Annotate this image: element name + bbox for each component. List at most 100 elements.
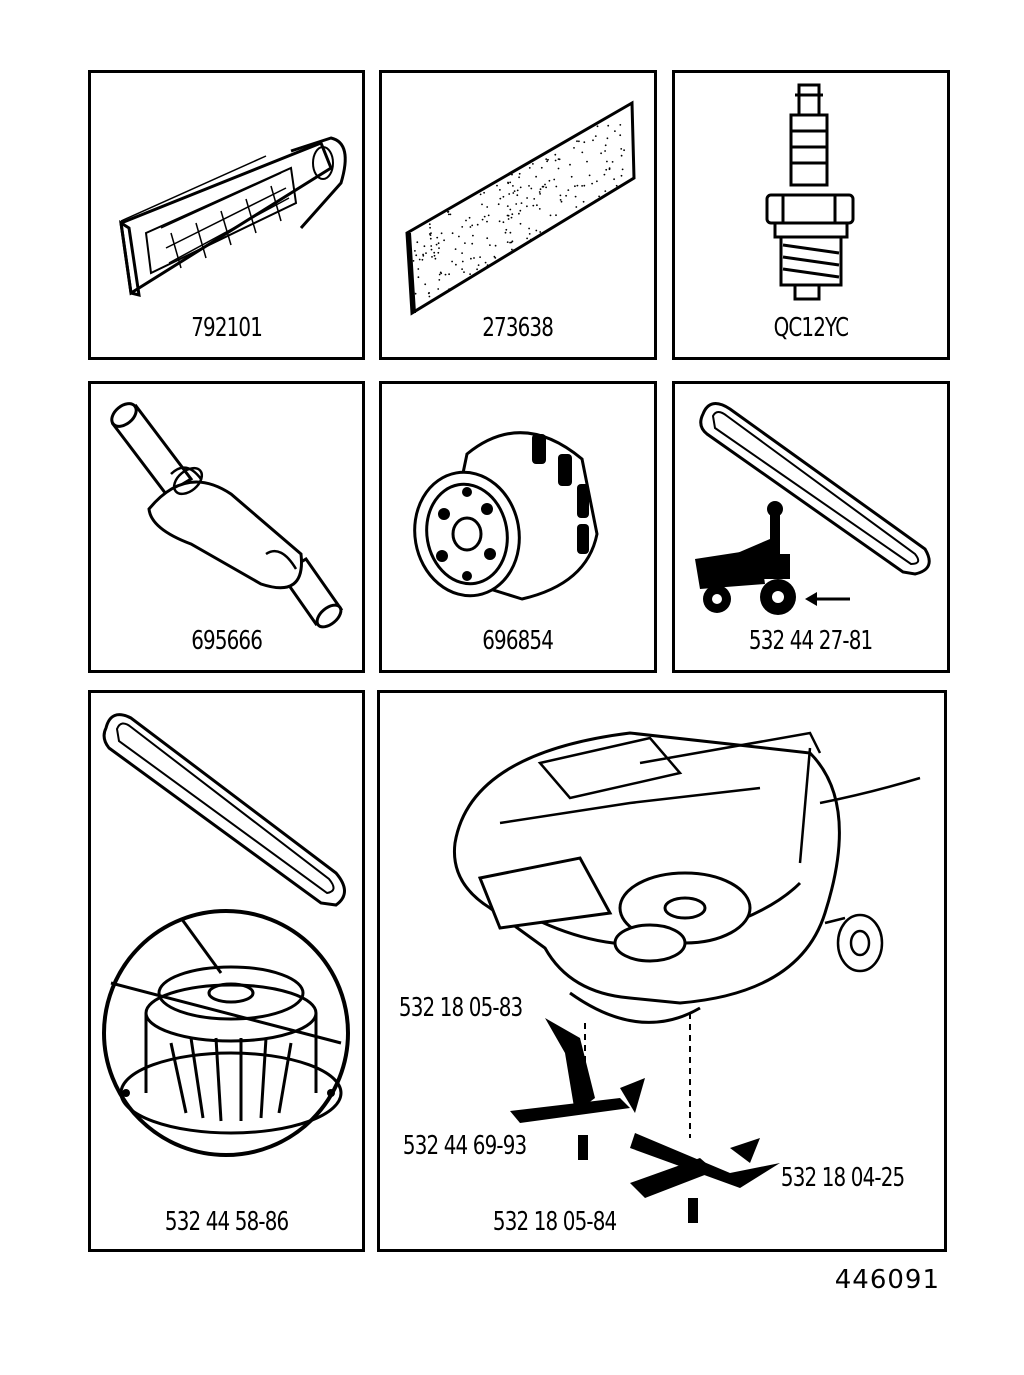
foam-speckle	[484, 261, 487, 264]
foam-speckle	[547, 158, 549, 161]
foam-speckle	[586, 160, 588, 163]
foam-speckle	[570, 175, 573, 178]
foam-speckle	[414, 250, 416, 252]
oil-filter-icon	[413, 431, 599, 601]
foam-speckle	[555, 214, 557, 217]
foam-speckle	[509, 231, 512, 234]
foam-speckle	[486, 264, 489, 266]
foam-speckle	[545, 186, 547, 189]
foam-speckle	[620, 174, 623, 177]
foam-speckle	[516, 189, 519, 192]
foam-speckle	[508, 193, 511, 195]
foam-speckle	[436, 236, 439, 239]
foam-speckle	[592, 139, 594, 142]
foam-speckle	[451, 232, 454, 235]
foam-speckle	[438, 247, 440, 250]
foam-speckle	[594, 135, 597, 137]
foam-speckle	[554, 159, 557, 162]
callout-blade-adapter: 532 18 04-25	[780, 1163, 905, 1193]
foam-speckle	[526, 237, 528, 240]
foam-speckle	[583, 184, 586, 187]
foam-speckle	[486, 206, 489, 208]
foam-speckle	[412, 291, 415, 294]
foam-speckle	[498, 220, 501, 223]
foam-speckle	[557, 167, 560, 170]
foam-speckle	[607, 124, 610, 127]
foam-speckle	[545, 158, 548, 160]
part-number-label: QC12YC	[773, 313, 849, 343]
mower-deck-icon	[452, 731, 921, 1223]
foam-speckle	[541, 185, 544, 188]
foam-speckle	[499, 189, 501, 191]
foam-speckle	[536, 204, 538, 207]
foam-speckle	[535, 229, 538, 232]
foam-speckle	[535, 175, 537, 178]
foam-speckle	[502, 195, 505, 198]
foam-speckle	[411, 271, 413, 273]
foam-speckle	[512, 192, 515, 194]
foam-speckle	[613, 178, 615, 181]
foam-speckle	[581, 151, 584, 154]
foam-speckle	[471, 242, 474, 245]
foam-speckle	[414, 292, 417, 295]
foam-speckle	[458, 235, 460, 238]
foam-speckle	[576, 184, 579, 187]
foam-speckle	[430, 248, 433, 251]
foam-speckle	[468, 216, 471, 219]
foam-speckle	[438, 273, 441, 276]
foam-speckle	[520, 202, 523, 205]
foam-speckle	[528, 167, 531, 169]
foam-speckle	[509, 241, 511, 244]
foam-speckle	[516, 194, 519, 197]
foam-speckle	[502, 221, 505, 224]
foam-speckle	[511, 248, 513, 251]
foam-speckle	[444, 273, 447, 276]
foam-speckle	[486, 220, 488, 223]
foam-speckle	[479, 193, 482, 196]
foam-speckle	[487, 214, 490, 217]
foam-speckle	[512, 249, 515, 252]
callout-blade-bolt: 532 44 69-93	[402, 1131, 527, 1161]
foam-speckle	[416, 241, 419, 244]
foam-speckle	[582, 200, 585, 203]
foam-speckle	[546, 160, 548, 163]
foam-speckle	[569, 163, 571, 166]
foam-speckle	[428, 223, 431, 226]
foam-speckle	[574, 185, 576, 188]
foam-speckle	[428, 295, 431, 298]
foam-speckle	[434, 257, 437, 260]
foam-speckle	[606, 137, 609, 140]
foam-speckle	[465, 219, 467, 222]
foam-speckle	[549, 214, 552, 217]
foam-speckle	[421, 258, 424, 261]
foam-speckle	[412, 260, 415, 262]
part-panel-drive-belt: 532 44 27-81	[672, 381, 950, 673]
spark-plug-icon	[765, 83, 855, 301]
part-number-label: 532 44 58-86	[164, 1207, 289, 1237]
foam-speckle	[518, 176, 520, 179]
foam-speckle	[477, 264, 480, 266]
foam-speckle	[528, 233, 531, 235]
foam-speckle	[604, 144, 607, 147]
foam-speckle	[620, 154, 623, 157]
foam-speckle	[529, 238, 532, 241]
foam-speckle	[512, 185, 514, 187]
foam-speckle	[506, 241, 509, 244]
foam-speckle	[604, 150, 606, 152]
foam-speckle	[483, 215, 486, 218]
foam-speckle	[581, 185, 583, 187]
part-panel-pre-filter: 273638	[379, 70, 657, 360]
foam-speckle	[418, 258, 421, 261]
foam-speckle	[437, 251, 440, 254]
foam-speckle	[424, 283, 427, 286]
foam-speckle	[539, 193, 541, 195]
foam-speckle	[489, 244, 491, 247]
foam-speckle	[451, 260, 453, 263]
foam-speckle	[515, 203, 518, 205]
part-panel-oil-filter: 696854	[379, 381, 657, 673]
figure-number: 446091	[834, 1265, 940, 1295]
foam-speckle	[430, 299, 433, 302]
foam-speckle	[448, 288, 450, 291]
fuel-filter-icon	[110, 402, 344, 629]
foam-speckle	[621, 168, 624, 171]
